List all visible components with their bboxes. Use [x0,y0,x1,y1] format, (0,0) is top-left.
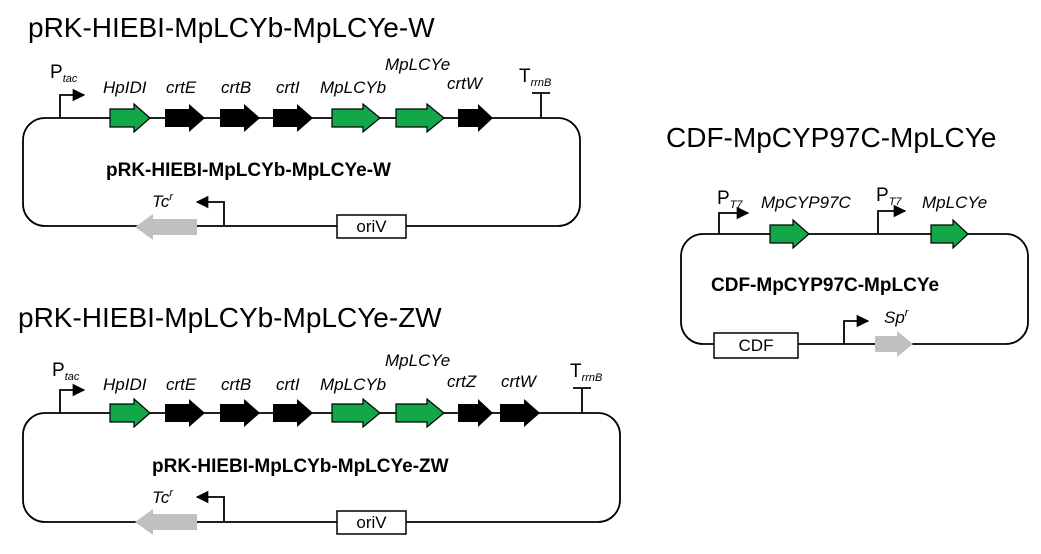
plasmid-3-promoter-1-arrow [718,206,750,234]
gene-arrow-crtw [458,104,493,132]
plasmid-3-promoter-2-label: PT7 [876,185,902,208]
plasmid-1-title: pRK-HIEBI-MpLCYb-MpLCYe-W [28,12,435,43]
gene-label-crtz: crtZ [447,372,477,391]
plasmid-3: CDF-MpCYP97C-MpLCYe PT7 PT7 MpCYP97C MpL… [666,122,1029,359]
origin-box-oriv [336,214,407,239]
marker-arrow-tcr [135,509,197,535]
plasmid-3-inner-label: CDF-MpCYP97C-MpLCYe [711,275,939,296]
plasmid-2-inner-label: pRK-HIEBI-MpLCYb-MpLCYe-ZW [152,456,449,477]
gene-arrow-mplcye [930,218,969,250]
gene-arrow-hpidi [109,397,151,429]
gene-label-hpidi: HpIDI [103,375,147,394]
origin-box-cdf [713,332,799,359]
plasmid-1-terminator-symbol [532,92,550,118]
gene-label-mplcyb: MpLCYb [320,375,386,394]
plasmid-1-terminator-label: TrrnB [519,66,551,89]
gene-label-mpcyp97c: MpCYP97C [761,193,851,212]
gene-arrow-mpcyp97c [769,218,810,250]
plasmid-1: pRK-HIEBI-MpLCYb-MpLCYe-W Ptac TrrnB HpI… [22,12,581,240]
plasmid-2-terminator-symbol [573,387,591,413]
gene-arrow-crtz [458,399,493,427]
plasmid-2-terminator-label: TrrnB [570,361,602,384]
plasmid-2: pRK-HIEBI-MpLCYb-MpLCYe-ZW Ptac TrrnB Hp… [18,302,621,535]
plasmid-1-promoter-label: Ptac [50,62,78,85]
gene-label-crti: crtI [276,78,300,97]
plasmid-1-inner-label: pRK-HIEBI-MpLCYb-MpLCYe-W [106,160,391,181]
marker-label-tcr: Tcr [152,487,174,507]
gene-label-mplcye: MpLCYe [922,193,987,212]
gene-label-crtb: crtB [221,78,251,97]
marker-label-tcr: Tcr [152,191,174,211]
gene-arrow-mplcye [395,397,445,429]
origin-box-oriv [336,510,407,535]
plasmid-2-promoter-label: Ptac [52,360,80,383]
gene-label-crte: crtE [166,78,197,97]
marker-arrow-spr [875,331,913,357]
gene-label-crte: crtE [166,375,197,394]
marker-promoter-arrow [195,195,225,226]
plasmid-2-backbone [22,412,621,523]
gene-label-crti: crtI [276,375,300,394]
gene-arrow-mplcye [395,102,445,134]
marker-label-spr: Spr [884,307,910,327]
gene-label-mplcyb: MpLCYb [320,78,386,97]
gene-label-hpidi: HpIDI [103,78,147,97]
gene-arrow-crte [165,104,205,132]
origin-label-oriv: oriV [356,217,387,236]
marker-promoter-arrow [843,314,870,344]
gene-label-crtb: crtB [221,375,251,394]
plasmid-3-title: CDF-MpCYP97C-MpLCYe [666,122,996,153]
gene-arrow-crti [273,104,313,132]
origin-label-cdf: CDF [739,336,774,355]
origin-label-oriv: oriV [356,513,387,532]
gene-arrow-crtw [500,399,540,427]
plasmid-1-promoter-arrow [59,88,86,118]
gene-label-crtw: crtW [447,74,484,93]
gene-arrow-crtb [220,399,260,427]
gene-label-mplcye: MpLCYe [385,351,450,370]
gene-label-crtw: crtW [501,372,538,391]
plasmid-3-backbone [680,233,1029,345]
gene-label-mplcye: MpLCYe [385,55,450,74]
plasmid-2-promoter-arrow [59,383,86,413]
gene-arrow-mplcyb [331,397,381,429]
gene-arrow-hpidi [109,102,151,134]
plasmid-3-promoter-2-arrow [877,204,907,234]
gene-arrow-mplcyb [331,102,381,134]
gene-arrow-crti [273,399,313,427]
marker-arrow-tcr [135,214,197,240]
plasmid-3-promoter-1-label: PT7 [717,188,743,211]
marker-promoter-arrow [195,490,225,522]
gene-arrow-crtb [220,104,260,132]
gene-arrow-crte [165,399,205,427]
plasmid-2-title: pRK-HIEBI-MpLCYb-MpLCYe-ZW [18,302,442,333]
